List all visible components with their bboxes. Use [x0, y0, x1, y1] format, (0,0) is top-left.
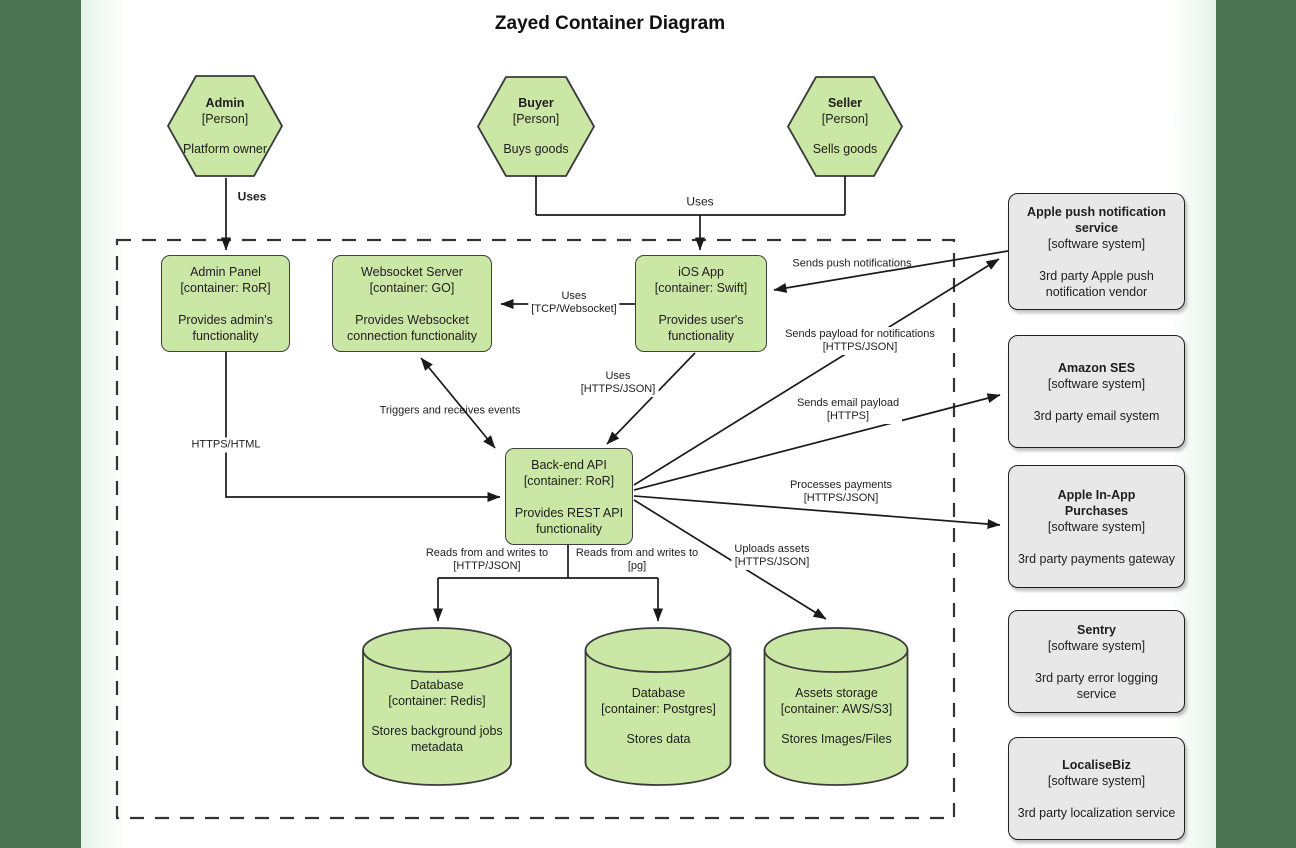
datastore-assets-label: Assets storage [container: AWS/S3] Store…	[768, 655, 905, 777]
edge-ios-to-backend	[606, 352, 696, 445]
datastore-postgres-type: [container: Postgres]	[601, 702, 716, 716]
datastore-assets-desc: Stores Images/Files	[781, 732, 892, 746]
edge-label-sends-email-payload: Sends email payload [HTTPS]	[793, 396, 903, 424]
external-localisebiz-type: [software system]	[1047, 773, 1146, 788]
edge-backend-to-apple-push	[633, 258, 1000, 486]
person-seller-desc: Sells goods	[812, 142, 878, 156]
edge-label-https-html: HTTPS/HTML	[188, 437, 264, 453]
external-localisebiz-name: LocaliseBiz	[1062, 757, 1131, 772]
edge-label-sends-push-notifications: Sends push notifications	[792, 257, 912, 270]
person-buyer-label: Buyer [Person] Buys goods	[488, 80, 584, 172]
container-admin-panel-type: [container: RoR]	[180, 280, 271, 295]
container-backend-api-type: [container: RoR]	[523, 473, 615, 488]
container-backend-api-desc: Provides REST API functionality	[514, 505, 624, 536]
edge-admin-panel-to-backend	[225, 352, 501, 502]
edge-label-uses-tcp-websocket: Uses [TCP/Websocket]	[528, 289, 620, 317]
background-band-left	[0, 0, 81, 848]
datastore-postgres-label: Database [container: Postgres] Stores da…	[590, 655, 727, 777]
datastore-assets-type: [container: AWS/S3]	[780, 702, 893, 716]
external-amazon-ses-type: [software system]	[1047, 376, 1146, 391]
external-inapp-desc: 3rd party payments gateway	[1017, 551, 1176, 566]
container-backend-api-name: Back-end API	[531, 457, 607, 472]
external-amazon-ses-desc: 3rd party email system	[1033, 408, 1160, 423]
datastore-redis-desc: Stores background jobs metadata	[371, 724, 503, 754]
external-sentry-name: Sentry	[1077, 622, 1116, 637]
external-sentry-desc: 3rd party error logging service	[1035, 670, 1158, 701]
external-apple-push-name: Apple push notification service	[1027, 204, 1166, 235]
hexagon-seller-person	[787, 76, 903, 177]
system-boundary-dashed-box	[115, 238, 956, 820]
container-websocket-server-type: [container: GO]	[369, 280, 455, 295]
container-admin-panel: Admin Panel [container: RoR] Provides ad…	[161, 255, 290, 352]
external-localisebiz-desc: 3rd party localization service	[1017, 805, 1176, 820]
external-localisebiz: LocaliseBiz [software system] 3rd party …	[1008, 737, 1185, 840]
edge-label-uses-https-json: Uses [HTTPS/JSON]	[577, 369, 659, 397]
container-ios-app-type: [container: Swift]	[654, 280, 748, 295]
edge-label-reads-writes-pg: Reads from and writes to [pg]	[572, 546, 702, 574]
external-inapp-type: [software system]	[1047, 519, 1146, 534]
cylinder-database-redis	[362, 627, 512, 786]
edge-label-uploads-assets: Uploads assets [HTTPS/JSON]	[731, 542, 813, 570]
edge-backend-to-inapp-purchases	[633, 495, 1001, 529]
edge-label-sends-payload: Sends payload for notifications [HTTPS/J…	[782, 327, 938, 355]
edge-label-triggers-events: Triggers and receives events	[379, 404, 521, 417]
person-seller-name: Seller	[827, 96, 863, 110]
external-sentry: Sentry [software system] 3rd party error…	[1008, 610, 1185, 713]
external-apple-push-type: [software system]	[1047, 236, 1146, 251]
person-seller-type: [Person]	[821, 112, 869, 126]
datastore-postgres-name: Database	[631, 686, 686, 700]
datastore-redis-type: [container: Redis]	[388, 694, 486, 708]
hexagon-buyer-person	[477, 76, 595, 177]
edge-label-admin-uses: Uses	[237, 189, 267, 204]
hexagon-admin-person	[167, 75, 283, 177]
edge-label-processes-payments: Processes payments [HTTPS/JSON]	[786, 478, 896, 506]
edge-websocket-backend-bidirectional	[420, 357, 496, 449]
datastore-postgres-desc: Stores data	[626, 732, 691, 746]
external-amazon-ses: Amazon SES [software system] 3rd party e…	[1008, 335, 1185, 448]
external-sentry-type: [software system]	[1047, 638, 1146, 653]
external-inapp-name: Apple In-App Purchases	[1057, 487, 1136, 518]
diagram-title: Zayed Container Diagram	[494, 13, 726, 34]
datastore-redis-name: Database	[410, 678, 464, 692]
container-websocket-server-name: Websocket Server	[361, 264, 463, 279]
container-websocket-server-desc: Provides Websocket connection functional…	[347, 312, 477, 343]
person-admin-type: [Person]	[201, 112, 249, 126]
person-buyer-name: Buyer	[518, 96, 554, 110]
person-buyer-desc: Buys goods	[503, 142, 569, 156]
container-websocket-server: Websocket Server [container: GO] Provide…	[332, 255, 492, 352]
container-admin-panel-name: Admin Panel	[190, 264, 261, 279]
container-backend-api: Back-end API [container: RoR] Provides R…	[505, 448, 633, 545]
container-ios-app-desc: Provides user's functionality	[658, 312, 744, 343]
person-seller-label: Seller [Person] Sells goods	[797, 80, 893, 172]
container-admin-panel-desc: Provides admin's functionality	[178, 312, 273, 343]
cylinder-assets-storage	[763, 627, 909, 786]
edge-backend-to-amazon-ses	[633, 393, 1001, 491]
edge-label-reads-writes-redis: Reads from and writes to [HTTP/JSON]	[422, 546, 552, 574]
cylinder-database-postgres	[584, 627, 732, 786]
person-admin-name: Admin	[205, 96, 245, 110]
person-admin-desc: Platform owner	[182, 142, 268, 156]
container-ios-app: iOS App [container: Swift] Provides user…	[635, 255, 767, 352]
background-band-right	[1216, 0, 1296, 848]
container-ios-app-name: iOS App	[678, 264, 724, 279]
person-buyer-type: [Person]	[512, 112, 560, 126]
edge-backend-to-assets	[633, 499, 827, 620]
external-apple-inapp-purchases: Apple In-App Purchases [software system]…	[1008, 465, 1185, 588]
external-apple-push-service: Apple push notification service [softwar…	[1008, 193, 1185, 310]
external-amazon-ses-name: Amazon SES	[1057, 360, 1136, 375]
external-apple-push-desc: 3rd party Apple push notification vendor	[1039, 268, 1154, 299]
datastore-redis-label: Database [container: Redis] Stores backg…	[367, 655, 507, 777]
edge-label-users-uses: Uses	[686, 194, 714, 209]
person-admin-label: Admin [Person] Platform owner	[177, 80, 273, 172]
datastore-assets-name: Assets storage	[795, 686, 878, 700]
edge-apple-push-to-ios	[773, 250, 1009, 293]
